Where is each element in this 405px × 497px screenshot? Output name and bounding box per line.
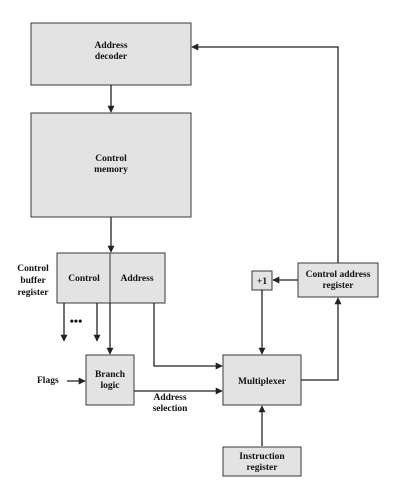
increment-label: +1	[257, 277, 267, 287]
branch-logic-label-line2: logic	[101, 381, 120, 391]
control-address-register-label-line2: register	[323, 281, 355, 291]
svg-text:Control: Control	[17, 264, 49, 274]
branch-logic-label-line1: Branch	[95, 370, 126, 380]
address-selection-label: Address selection	[153, 393, 189, 414]
cbr-control-field: Control	[68, 274, 100, 284]
control-buffer-register-box: Control Address	[56, 252, 166, 304]
svg-text:register: register	[18, 288, 50, 298]
ellipsis-dots: •••	[70, 314, 83, 328]
control-memory-box: Control memory	[30, 112, 192, 218]
arrow-cbr-address-to-multiplexer	[153, 303, 223, 370]
instruction-register-label-line1: Instruction	[239, 452, 285, 462]
control-buffer-register-label: Control buffer register	[17, 264, 49, 298]
address-decoder-label-line1: Address	[94, 41, 127, 51]
increment-box: +1	[251, 270, 273, 291]
multiplexer-box: Multiplexer	[222, 354, 302, 406]
arrow-multiplexer-to-car	[301, 297, 342, 381]
svg-text:buffer: buffer	[20, 276, 46, 286]
branch-logic-box: Branch logic	[85, 354, 135, 406]
svg-text:Address: Address	[153, 393, 186, 403]
flags-label: Flags	[37, 376, 59, 386]
control-memory-label-line2: memory	[94, 165, 128, 175]
svg-text:selection: selection	[153, 404, 189, 414]
cbr-address-field: Address	[120, 274, 153, 284]
control-memory-label-line1: Control	[95, 154, 127, 164]
control-address-register-label-line1: Control address	[306, 270, 371, 280]
arrow-car-to-address-decoder	[191, 43, 339, 263]
instruction-register-label-line2: register	[247, 463, 279, 473]
control-address-register-box: Control address register	[297, 262, 379, 298]
multiplexer-label: Multiplexer	[238, 377, 287, 387]
address-decoder-box: Address decoder	[30, 22, 192, 86]
address-decoder-label-line2: decoder	[95, 52, 128, 62]
instruction-register-box: Instruction register	[222, 446, 302, 477]
